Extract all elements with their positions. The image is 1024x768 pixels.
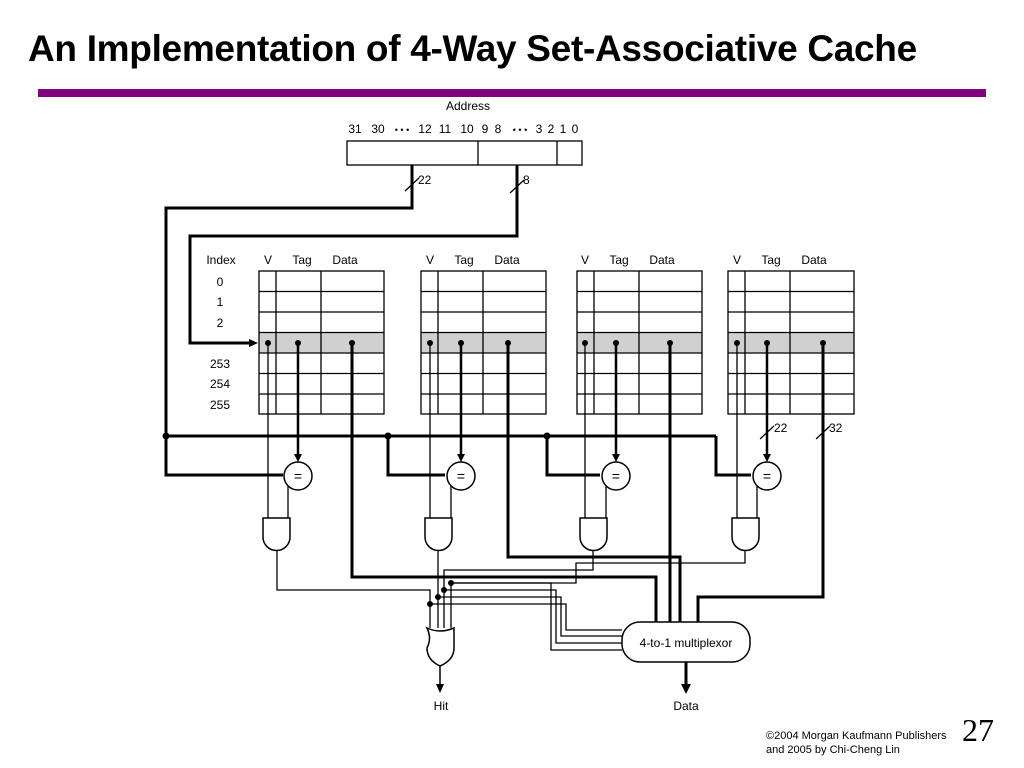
address-bit-numbers: 31 30 • • • 12 11 10 9 8 • • • 3 2 1 0 [348, 122, 578, 136]
tag-broadcast-bus [166, 434, 751, 477]
copyright-line-1: ©2004 Morgan Kaufmann Publishers [766, 730, 947, 742]
comparator-symbol: = [612, 468, 620, 484]
bit-2: 2 [548, 122, 555, 136]
copyright-notice: ©2004 Morgan Kaufmann Publishers and 200… [766, 729, 947, 757]
data-width-label: 32 [829, 421, 843, 435]
header-data-way3: Data [801, 253, 827, 267]
header-v-way2: V [581, 253, 589, 267]
or-gate [425, 626, 455, 667]
header-v-way0: V [264, 253, 272, 267]
comparator-symbol: = [763, 468, 771, 484]
mux-select-wires [430, 582, 622, 651]
header-data-way0: Data [332, 253, 358, 267]
row-index-254: 254 [210, 377, 230, 391]
page-number: 27 [962, 712, 994, 748]
cache-way-2 [576, 270, 703, 415]
and-gate-way-0 [262, 517, 291, 552]
row-index-253: 253 [210, 357, 230, 371]
bit-8: 8 [495, 122, 502, 136]
address-label: Address [446, 99, 490, 113]
and-gates [262, 517, 760, 552]
stored-tag-arrowheads [294, 454, 771, 462]
column-headers: Index V Tag Data V Tag Data V Tag Data V… [206, 253, 827, 267]
compare-tag-width-label: 22 [774, 421, 788, 435]
bit-10: 10 [460, 122, 474, 136]
comparator-way-3: = [752, 461, 782, 491]
bit-30: 30 [371, 122, 385, 136]
header-tag-way0: Tag [292, 253, 311, 267]
and-gate-way-2 [579, 517, 608, 552]
bit-31: 31 [348, 122, 362, 136]
header-data-way2: Data [649, 253, 675, 267]
row-index-255: 255 [210, 398, 230, 412]
address-register [346, 140, 583, 166]
bit-ellipsis-high: • • • [395, 125, 409, 135]
row-index-1: 1 [217, 295, 224, 309]
header-v-way1: V [426, 253, 434, 267]
data-wires [350, 343, 825, 622]
and-gate-way-3 [731, 517, 760, 552]
row-index-2: 2 [217, 316, 224, 330]
data-arrowhead [681, 684, 691, 694]
header-tag-way2: Tag [609, 253, 628, 267]
bit-11: 11 [439, 122, 452, 136]
data-output-label: Data [673, 699, 699, 713]
bit-0: 0 [572, 122, 579, 136]
bit-9: 9 [482, 122, 489, 136]
comparator-symbol: = [457, 468, 465, 484]
index-arrowhead [249, 339, 258, 347]
row-index-0: 0 [217, 275, 224, 289]
row-index-labels: 0 1 2 253 254 255 [210, 275, 230, 412]
bit-3: 3 [536, 122, 543, 136]
select-junction-dots [427, 580, 454, 607]
comparator-symbol: = [294, 468, 302, 484]
title-underline [38, 89, 986, 97]
tag-width-label: 22 [418, 173, 432, 187]
header-tag-way3: Tag [761, 253, 780, 267]
bit-1: 1 [560, 122, 567, 136]
hit-arrowhead [436, 684, 444, 693]
and-gate-way-1 [424, 517, 453, 552]
comparator-way-2: = [601, 461, 631, 491]
selected-set-row [728, 333, 854, 354]
stored-tag-wires [296, 343, 769, 456]
multiplexor-label: 4-to-1 multiplexor [640, 636, 733, 650]
comparator-output-wires [287, 486, 758, 518]
bit-12: 12 [418, 122, 432, 136]
cache-way-3 [727, 270, 855, 415]
address-wires [164, 165, 519, 477]
bus-ticks-way3 [759, 425, 831, 440]
comparator-way-1: = [446, 461, 476, 491]
header-v-way3: V [733, 253, 741, 267]
valid-bit-wires [267, 343, 738, 518]
bus-junction-dots [162, 432, 551, 440]
hit-label: Hit [434, 699, 449, 713]
slide-title: An Implementation of 4-Way Set-Associati… [28, 28, 917, 69]
cache-way-1 [420, 270, 547, 415]
index-width-label: 8 [523, 173, 530, 187]
copyright-line-2: and 2005 by Chi-Cheng Lin [766, 744, 900, 756]
header-index: Index [206, 253, 235, 267]
comparator-way-0: = [283, 461, 313, 491]
cache-way-0 [258, 270, 385, 415]
header-data-way1: Data [494, 253, 520, 267]
bit-ellipsis-low: • • • [513, 125, 527, 135]
header-tag-way1: Tag [454, 253, 473, 267]
bus-ticks-address [404, 177, 525, 194]
